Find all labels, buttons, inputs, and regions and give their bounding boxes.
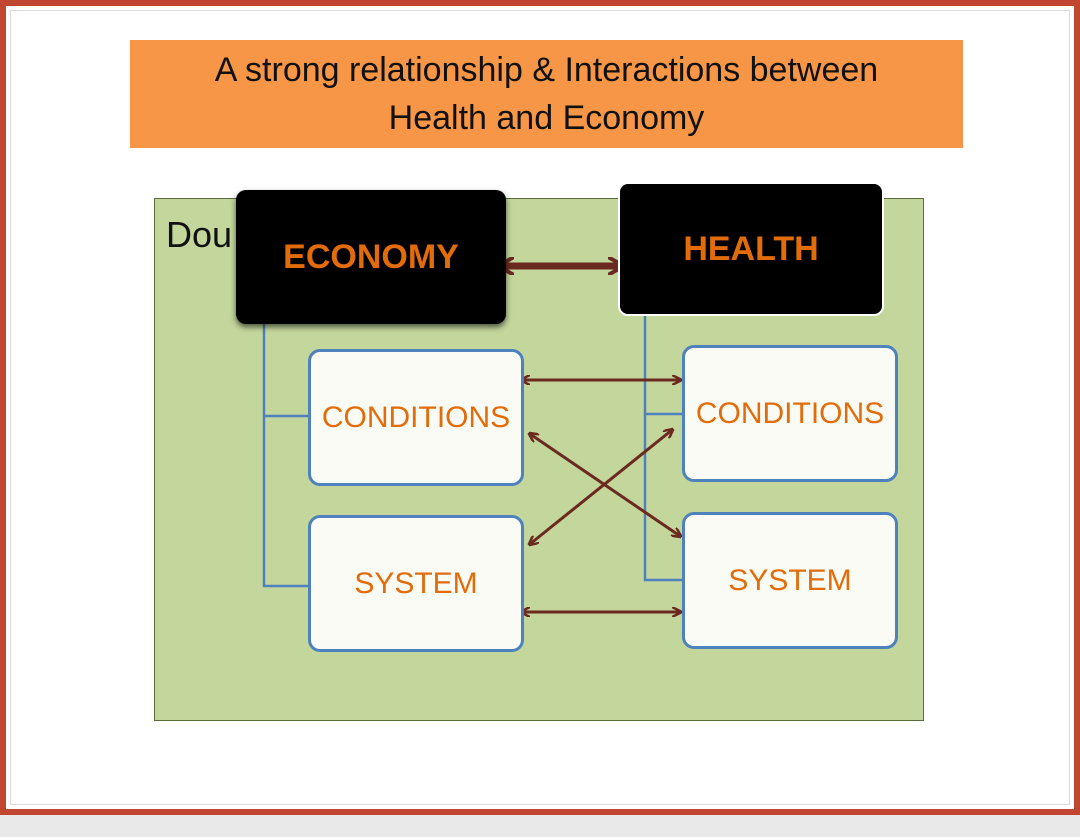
health-conditions-node: CONDITIONS — [682, 345, 898, 482]
title-line-1: A strong relationship & Interactions bet… — [214, 51, 879, 89]
economy-conditions-node: CONDITIONS — [308, 349, 524, 486]
economy-tree-line — [262, 322, 308, 588]
health-tree-line — [643, 316, 682, 582]
health-system-node: SYSTEM — [682, 512, 898, 649]
health-system-label: SYSTEM — [728, 563, 852, 597]
slide-inner-border — [10, 10, 1070, 805]
health-node: HEALTH — [618, 182, 884, 316]
system-conditions-cross-arrow — [530, 430, 672, 544]
economy-label: ECONOMY — [283, 237, 459, 276]
title-line-2: Health and Economy — [388, 99, 705, 137]
title-banner: A strong relationship & Interactions bet… — [130, 40, 963, 148]
health-label: HEALTH — [683, 229, 819, 268]
economy-conditions-label: CONDITIONS — [321, 400, 511, 434]
economy-system-label: SYSTEM — [354, 566, 478, 600]
health-conditions-label: CONDITIONS — [695, 396, 885, 430]
economy-node: ECONOMY — [236, 190, 506, 324]
economy-system-node: SYSTEM — [308, 515, 524, 652]
